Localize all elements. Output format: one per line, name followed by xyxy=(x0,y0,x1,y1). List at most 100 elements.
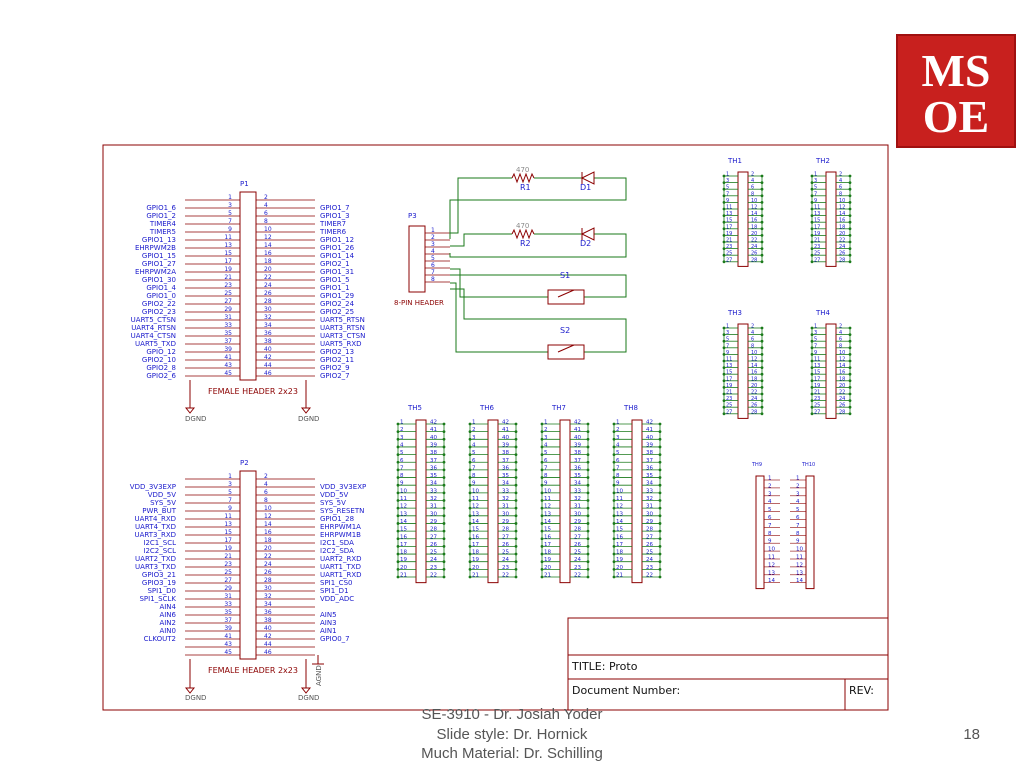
th-pin-number: 18 xyxy=(400,550,407,556)
th-pin-number: 40 xyxy=(430,435,437,441)
p1-right-signal: GPIO1_5 xyxy=(320,276,350,284)
th-pin-number: 26 xyxy=(839,251,845,257)
p1-pin-number: 37 xyxy=(224,338,232,345)
s1-name: S1 xyxy=(560,271,570,280)
th-pin-number: 20 xyxy=(751,231,757,237)
th-pin-number: 9 xyxy=(814,198,817,204)
p2-pin-number: 42 xyxy=(264,633,272,640)
th-pin-number: 19 xyxy=(544,557,551,563)
th-pin-number: 1 xyxy=(726,324,729,330)
th-pin-number: 4 xyxy=(544,442,548,448)
th-pin-number: 11 xyxy=(400,496,407,502)
th-pin-number: 21 xyxy=(616,573,623,579)
th-pin-number: 21 xyxy=(814,238,820,244)
p1-pin-number: 8 xyxy=(264,218,268,225)
th-pin-number: 30 xyxy=(646,511,653,517)
th-pin-number: 14 xyxy=(839,211,845,217)
th-pin-number: 16 xyxy=(616,534,623,540)
th-pin-number: 10 xyxy=(751,198,757,204)
th-pin-number: 22 xyxy=(646,573,653,579)
th-pin-number: 7 xyxy=(768,523,772,529)
p2-pin-number: 35 xyxy=(224,609,232,616)
th-pin-number: 19 xyxy=(472,557,479,563)
th-pin-number: 25 xyxy=(726,251,732,257)
th-pin-number: 39 xyxy=(430,442,437,448)
p1-pin-number: 3 xyxy=(228,202,232,209)
th-pin-number: 10 xyxy=(751,350,757,356)
th-pin-number: 21 xyxy=(814,390,820,396)
p2-right-signal: UART1_RXD xyxy=(320,571,362,579)
p1-right-signal: UART5_RTSN xyxy=(320,316,365,324)
th-pin-number: 4 xyxy=(616,442,620,448)
th-pin-number: 8 xyxy=(839,191,842,197)
th-pin-number: 18 xyxy=(751,224,757,230)
th-pin-number: 3 xyxy=(726,330,729,336)
p1-right-signal: GPIO2_13 xyxy=(320,348,354,356)
p2-pin-number: 28 xyxy=(264,577,272,584)
p1-left-signal: GPIO1_13 xyxy=(142,236,176,244)
p2-right-signal: SPI1_CS0 xyxy=(320,579,352,587)
th-pin-number: 36 xyxy=(502,465,509,471)
th-pin-number: 27 xyxy=(646,534,653,540)
th-pin-number: 5 xyxy=(726,337,729,343)
p2-pin-number: 39 xyxy=(224,625,232,632)
th-pin-number: 1 xyxy=(472,420,476,426)
th-pin-number: 29 xyxy=(574,519,581,525)
th-pin-number: 2 xyxy=(796,483,800,489)
th-pin-number: 33 xyxy=(430,488,437,494)
p2-right-signal: AIN5 xyxy=(320,611,337,619)
th-pin-number: 2 xyxy=(768,483,772,489)
p1-right-signal: GPIO1_26 xyxy=(320,244,355,252)
p2-left-signal: GPIO3_21 xyxy=(142,571,176,579)
p2-pin-number: 12 xyxy=(264,513,272,520)
p1-left-signal: GPIO2_23 xyxy=(142,308,176,316)
th-pin-number: 12 xyxy=(472,504,479,510)
p1-pin-number: 28 xyxy=(264,298,272,305)
p2-pin-number: 13 xyxy=(224,521,232,528)
th-pin-number: 3 xyxy=(544,435,548,441)
p1-right-signal: GPIO2_11 xyxy=(320,356,354,364)
th-pin-number: 15 xyxy=(726,370,732,376)
th-pin-number: 10 xyxy=(472,488,479,494)
s2-name: S2 xyxy=(560,326,570,335)
p1-right-signal: GPIO1_3 xyxy=(320,212,350,220)
th-pin-number: 12 xyxy=(839,205,845,211)
th-pin-number: 15 xyxy=(544,527,551,533)
th-pin-number: 35 xyxy=(502,473,509,479)
th-pin-number: 4 xyxy=(751,178,754,184)
th-pin-number: 2 xyxy=(751,324,754,330)
p2-pin-number: 24 xyxy=(264,561,272,568)
th-pin-number: 28 xyxy=(839,409,845,415)
p1-body xyxy=(239,191,257,381)
p1-pin-number: 44 xyxy=(264,362,272,369)
p2-pin-number: 31 xyxy=(224,593,232,600)
th-pin-number: 27 xyxy=(502,534,509,540)
p1-right-signal: UART3_CTSN xyxy=(320,332,365,340)
p1-right-signal: GPIO2_24 xyxy=(320,300,355,308)
th-pin-number: 8 xyxy=(839,343,842,349)
th-pin-number: 6 xyxy=(400,458,404,464)
th-pin-number: 9 xyxy=(726,198,729,204)
th-pin-number: 4 xyxy=(839,330,842,336)
th-pin-number: 12 xyxy=(751,205,757,211)
th-pin-number: 2 xyxy=(400,427,404,433)
p1-pin-number: 4 xyxy=(264,202,268,209)
p2-pin-number: 23 xyxy=(224,561,232,568)
p1-right-signal: GPIO2_7 xyxy=(320,372,350,380)
p2-pin-number: 11 xyxy=(224,513,232,520)
th4-label: TH4 xyxy=(815,309,831,317)
p2-left-signal: VDD_3V3EXP xyxy=(130,483,176,491)
p1-pin-number: 7 xyxy=(228,218,232,225)
th-pin-number: 4 xyxy=(796,499,800,505)
p1-left-signal: UART4_CTSN xyxy=(131,332,176,340)
th-pin-number: 17 xyxy=(726,376,732,382)
th-pin-number: 16 xyxy=(544,534,551,540)
th-pin-number: 34 xyxy=(502,481,509,487)
th-pin-number: 33 xyxy=(646,488,653,494)
p1-right-signal: GPIO1_7 xyxy=(320,204,350,212)
th-pin-number: 6 xyxy=(616,458,620,464)
th-pin-number: 8 xyxy=(768,531,772,537)
p1-pin-number: 2 xyxy=(264,194,268,201)
th-pin-number: 13 xyxy=(796,570,803,576)
